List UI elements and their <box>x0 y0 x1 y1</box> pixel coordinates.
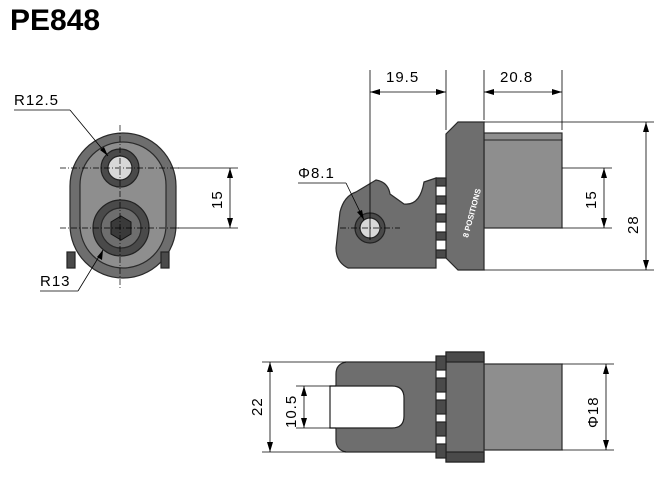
front-view-tab-left <box>66 251 76 269</box>
slot-width-label: 10.5 <box>283 395 300 428</box>
top-shaft <box>483 363 563 451</box>
radius-top-label: R12.5 <box>14 92 59 109</box>
front-view <box>60 125 180 290</box>
front-height-label: 15 <box>209 190 226 209</box>
top-view-dimensions: 22 10.5 Φ18 <box>249 361 614 453</box>
side-height-outer-label: 28 <box>625 215 642 234</box>
side-height-inner-label: 15 <box>583 190 600 209</box>
top-flange <box>445 351 485 463</box>
side-diameter-label: Φ8.1 <box>298 165 335 182</box>
side-view-dimensions: 19.5 20.8 Φ8.1 15 28 <box>298 69 654 271</box>
outer-width-label: 22 <box>249 397 266 416</box>
side-serrations <box>435 177 447 259</box>
side-view: 8 POSITIONS <box>335 121 563 271</box>
front-view-dimensions: R12.5 R13 15 <box>14 92 238 292</box>
drawing-title: PE848 <box>10 4 100 37</box>
top-slot <box>329 385 405 429</box>
top-serrations <box>435 355 447 459</box>
width-right-label: 20.8 <box>500 69 533 86</box>
front-view-tab-right <box>160 251 170 269</box>
radius-bottom-label: R13 <box>40 273 71 290</box>
side-shaft <box>483 132 563 229</box>
width-left-label: 19.5 <box>386 69 419 86</box>
top-view <box>329 351 563 463</box>
side-arm <box>335 177 437 269</box>
shaft-diameter-label: Φ18 <box>585 396 602 428</box>
